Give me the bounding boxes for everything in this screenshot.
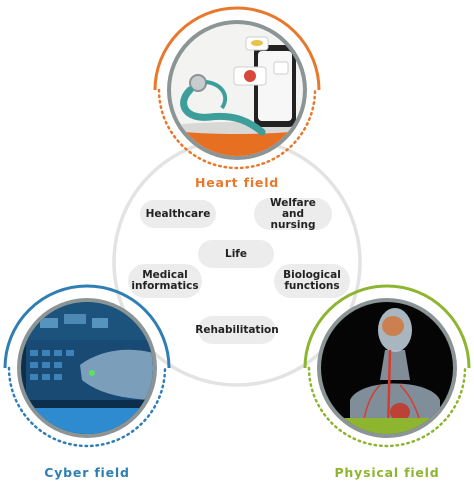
heart-field-node: Heart field: [153, 6, 321, 190]
topic-welfare-nursing: Welfare and nursing: [254, 196, 332, 231]
physical-dotted-arc: [307, 366, 467, 448]
topic-biological-functions-label: Biological functions: [283, 269, 341, 292]
cyber-dotted-arc: [7, 366, 167, 448]
cyber-field-title: Cyber field: [44, 465, 130, 480]
topic-biological-functions: Biological functions: [274, 264, 350, 298]
topic-rehabilitation: Rehabilitation: [195, 316, 279, 344]
stethoscope-phone-image: [171, 24, 303, 156]
cyber-outer-arc: [3, 284, 171, 369]
heart-outer-arc: [153, 6, 321, 91]
physical-outer-arc: [303, 284, 471, 369]
topic-medical-informatics: Medical informatics: [128, 264, 202, 298]
physical-field-title: Physical field: [334, 465, 439, 480]
keyboard-hand-image: [21, 302, 153, 434]
cyber-field-node: Cyber field: [3, 284, 171, 480]
topic-welfare-nursing-label: Welfare and nursing: [270, 196, 316, 231]
topic-rehabilitation-label: Rehabilitation: [195, 323, 279, 336]
topic-life-label: Life: [225, 247, 247, 260]
anatomy-xray-image: [321, 302, 453, 434]
topic-healthcare-label: Healthcare: [145, 207, 211, 220]
topic-life: Life: [198, 240, 274, 268]
heart-dotted-arc: [157, 88, 317, 170]
topic-medical-informatics-label: Medical informatics: [131, 269, 199, 292]
physical-field-node: Physical field: [303, 284, 471, 480]
topic-healthcare: Healthcare: [140, 200, 216, 228]
heart-field-title: Heart field: [195, 175, 279, 190]
